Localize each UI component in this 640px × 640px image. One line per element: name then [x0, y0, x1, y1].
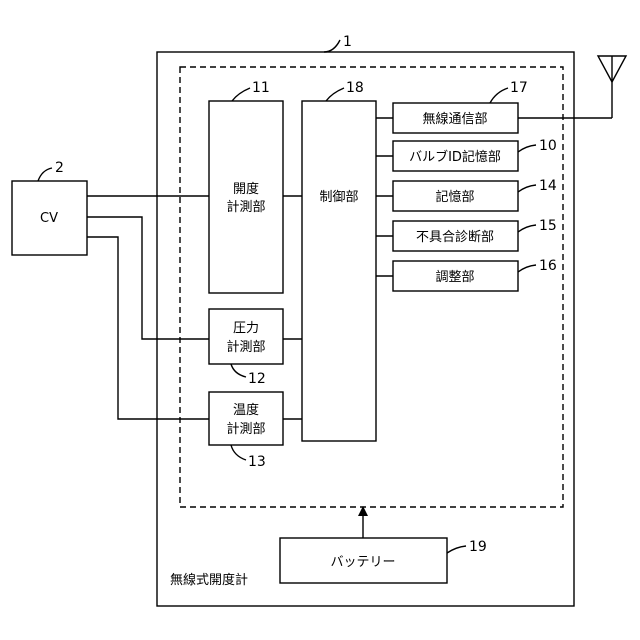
ref-19: 19: [469, 539, 487, 555]
valve-id-label: バルブID記憶部: [409, 149, 501, 165]
memory-label: 記憶部: [435, 189, 474, 205]
antenna-icon: [598, 56, 626, 118]
ref-15: 15: [539, 218, 557, 234]
pressure-measurement-box: [209, 309, 283, 364]
control-label: 制御部: [319, 190, 358, 205]
opening-line-1: 開度: [233, 181, 259, 197]
leader-1: [324, 40, 340, 52]
temperature-measurement-box: [209, 392, 283, 445]
ref-12: 12: [248, 371, 266, 387]
wireless-label: 無線通信部: [422, 111, 487, 127]
ref-14: 14: [539, 178, 557, 194]
control-unit-box: [302, 101, 376, 441]
adjust-label: 調整部: [435, 270, 474, 285]
ref-18: 18: [346, 80, 364, 96]
ref-10: 10: [539, 138, 557, 154]
battery-label: バッテリー: [330, 555, 395, 570]
pressure-line-1: 圧力: [233, 321, 259, 336]
device-label: 無線式開度計: [170, 572, 248, 588]
opening-line-2: 計測部: [226, 199, 265, 215]
fault-label: 不具合診断部: [416, 229, 494, 245]
temperature-line-2: 計測部: [226, 421, 265, 437]
ref-1: 1: [343, 34, 352, 50]
ref-11: 11: [252, 80, 270, 96]
ref-17: 17: [510, 80, 528, 96]
ref-16: 16: [539, 258, 557, 274]
temperature-line-1: 温度: [233, 402, 259, 418]
opening-measurement-box: [209, 101, 283, 293]
cv-label: CV: [40, 211, 58, 226]
ref-13: 13: [248, 454, 266, 470]
leader-2: [38, 168, 52, 181]
pressure-line-2: 計測部: [226, 339, 265, 355]
ref-2: 2: [55, 160, 64, 176]
